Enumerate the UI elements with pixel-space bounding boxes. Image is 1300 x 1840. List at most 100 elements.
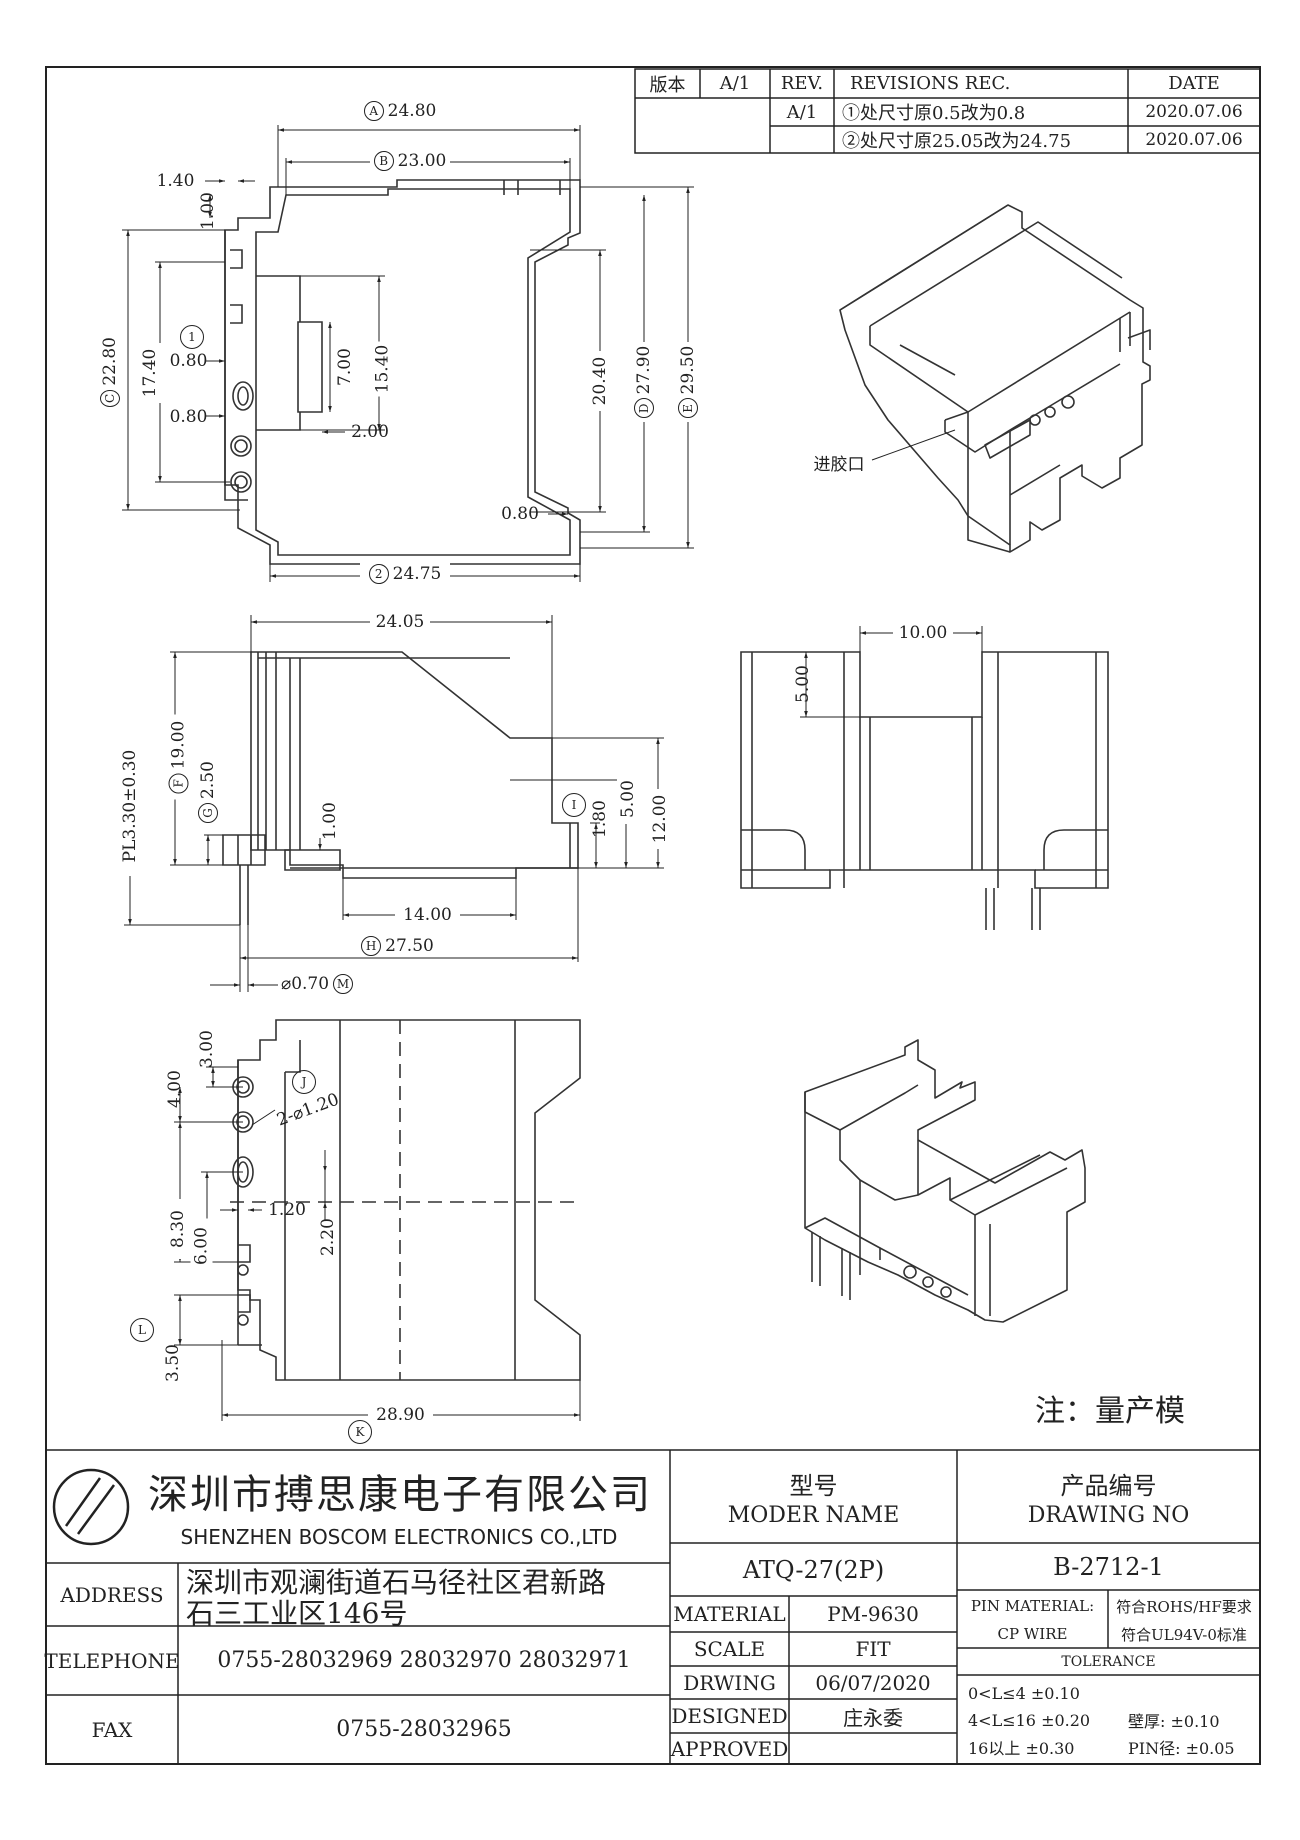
tolerance-3: 16以上 ±0.30 [968,1739,1075,1758]
ul-note: 符合UL94V-0标准 [1121,1625,1247,1644]
front-view [740,651,1109,930]
sheet-border [45,66,1261,1765]
address-line-1: 深圳市观澜街道石马径社区君新路 [186,1566,607,1599]
drawing-number: B-2712-1 [1053,1552,1164,1581]
iso-view-1 [839,204,1151,553]
drawing-date-value: 06/07/2020 [815,1670,931,1695]
pin-material-value: CP WIRE [997,1625,1068,1643]
address-line-2: 石三工业区146号 [186,1597,408,1630]
rohs-note: 符合ROHS/HF要求 [1116,1597,1252,1616]
bottom-view-dims [174,1066,581,1421]
tolerance-label: TOLERANCE [1061,1653,1156,1670]
rev-row-1-text: ①处尺寸原0.5改为0.8 [842,103,1026,124]
material-label: MATERIAL [673,1602,786,1626]
dim-080b-label: 0.80 [169,407,208,427]
drawing-date-label: DRWING [683,1670,776,1695]
material-value: PM-9630 [827,1602,919,1626]
dim-100-label: 1.00 [198,192,218,230]
dim-350-label: 3.50 [163,1344,183,1382]
dim-080c-label: 0.80 [501,504,539,524]
approved-value [789,1733,957,1764]
marker-j: J [292,1070,316,1094]
dim-220-label: 2.20 [318,1218,338,1256]
model-value: ATQ-27(2P) [742,1555,885,1584]
model-label-cn: 型号 [789,1471,838,1500]
edition-label: 版本 [649,74,686,96]
bottom-view [230,1019,581,1381]
dim-100-side-label: 1.00 [320,802,340,840]
rev-row-1-rev: A/1 [786,101,818,123]
dim-2040-label: 20.40 [589,351,611,411]
edition-value: A/1 [719,73,751,94]
pin-tolerance: PIN径: ±0.05 [1128,1739,1235,1758]
wall-tolerance: 壁厚: ±0.10 [1128,1712,1220,1731]
fax-value: 0755-28032965 [336,1717,512,1742]
rev-label: REV. [780,73,824,94]
revision-table-lines [634,68,1261,154]
tolerance-2: 4<L≤16 ±0.20 [968,1710,1091,1730]
approved-label: APPROVED [670,1736,789,1761]
telephone-value: 0755-28032969 28032970 28032971 [217,1648,631,1673]
revisions-label: REVISIONS REC. [850,73,1011,94]
dim-120-label: 1.20 [268,1200,306,1220]
rev-row-2-text: ②处尺寸原25.05改为24.75 [842,130,1072,152]
telephone-label: TELEPHONE [44,1648,180,1673]
dim-2405-label: 24.05 [370,611,430,633]
fax-label: FAX [91,1717,133,1742]
iso-view-2 [804,1039,1086,1323]
marker-i: I [562,793,586,817]
dim-k-label: 28.90 [368,1404,433,1426]
dim-1740-label: 17.40 [139,343,161,403]
dim-1540-label: 15.40 [371,341,394,397]
pin-material-label: PIN MATERIAL: [970,1597,1095,1615]
designed-value: 庄永委 [843,1705,903,1730]
designed-label: DESIGNED [671,1704,788,1728]
dim-830-label: 8.30 [167,1199,189,1259]
company-name-cn: 深圳市搏思康电子有限公司 [148,1472,652,1518]
dim-080a-label: 0.80 [169,351,208,371]
dim-pitch-label: PL3.30±0.30 [119,736,141,876]
drawing-label-cn: 产品编号 [1060,1471,1157,1500]
dim-200-label: 2.00 [351,422,389,442]
scale-label: SCALE [693,1637,766,1661]
date-label: DATE [1168,73,1220,94]
production-note: 注：量产模 [1035,1394,1185,1429]
rev-row-2-date: 2020.07.06 [1145,129,1243,150]
gate-leader [871,429,956,461]
company-name-en: SHENZHEN BOSCOM ELECTRONICS CO.,LTD [180,1525,618,1549]
title-block-lines [46,1449,1260,1764]
dim-600-label: 6.00 [190,1218,213,1274]
dim-400-label: 4.00 [165,1070,185,1108]
dim-140-label: 1.40 [156,171,195,191]
dim-300-label: 3.00 [197,1030,217,1068]
side-view [222,651,579,925]
marker-l: L [130,1318,154,1342]
marker-1: 1 [180,325,204,349]
dim-1200-label: 12.00 [649,789,671,849]
scale-value: FIT [855,1637,891,1661]
dim-500-side-label: 5.00 [617,774,639,824]
marker-k: K [348,1420,372,1444]
rev-row-1-date: 2020.07.06 [1145,102,1243,122]
top-view [224,179,581,565]
tolerance-1: 0<L≤4 ±0.10 [968,1683,1080,1703]
drawing-label-en: DRAWING NO [1027,1502,1190,1528]
dim-180-label: 1.80 [590,800,610,838]
dim-1400-label: 14.00 [395,904,460,926]
dim-500-front-label: 5.00 [793,665,813,703]
front-view-dims [800,626,983,718]
dim-1000-label: 10.00 [893,622,953,644]
company-logo [52,1468,130,1546]
gate-label: 进胶口 [813,454,865,475]
address-label: ADDRESS [60,1582,164,1607]
